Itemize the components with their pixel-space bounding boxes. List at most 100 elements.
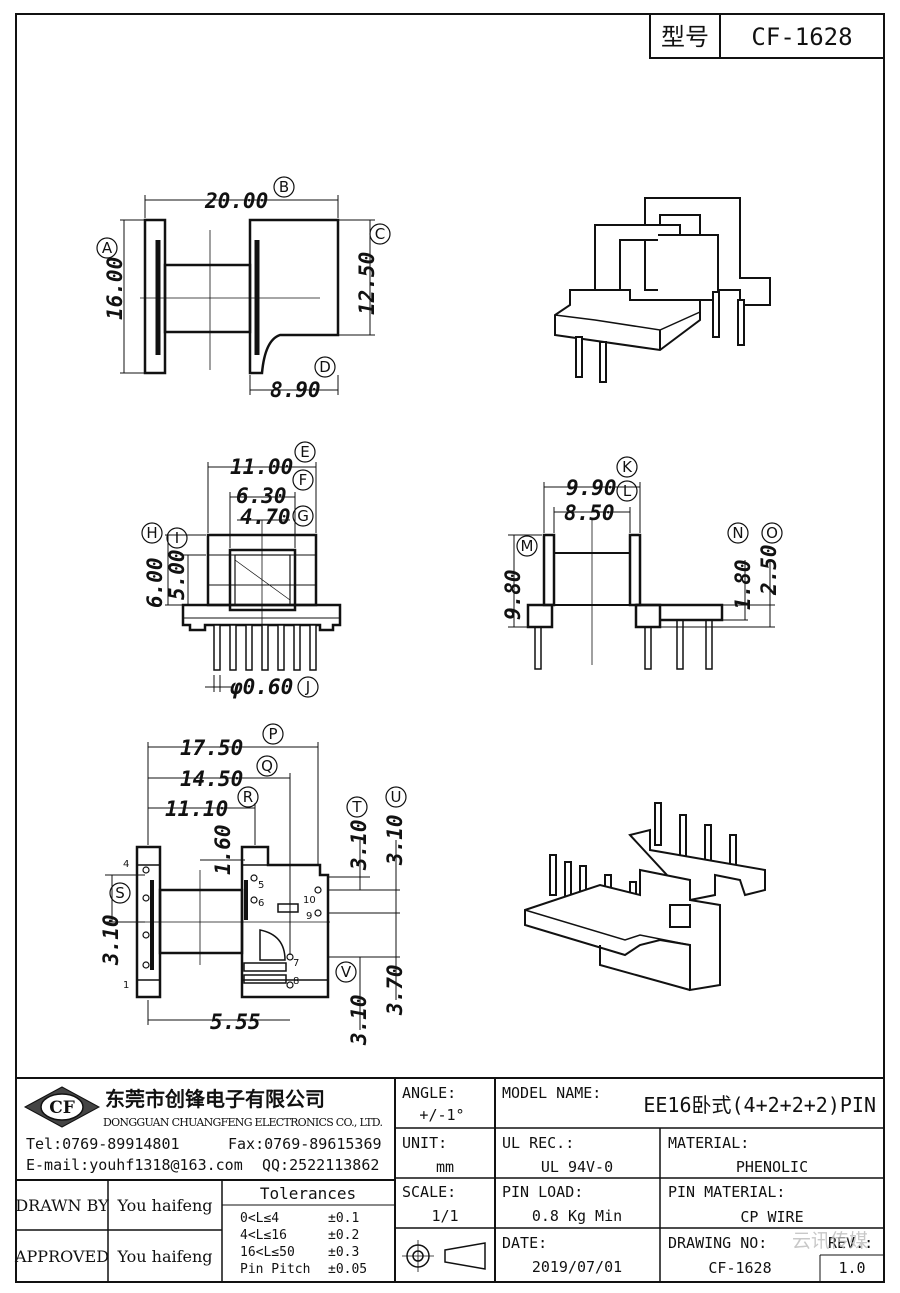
label-r: R [243, 788, 253, 806]
label-h: H [146, 524, 157, 542]
drawing-no-label: DRAWING NO: [668, 1234, 767, 1252]
dim-front-w1: 11.00 [230, 455, 293, 479]
company-qq: QQ:2522113862 [262, 1156, 379, 1174]
tol-range-3: Pin Pitch [240, 1262, 310, 1277]
scale-value: 1/1 [431, 1207, 458, 1225]
company-name-cn: 东莞市创锋电子有限公司 [105, 1087, 325, 1111]
dim-front-h2: 5.00 [165, 549, 189, 600]
watermark: 云讯传媒 [792, 1230, 868, 1252]
front-view: 11.00 6.30 4.70 6.00 5.00 φ0.60 E F G H … [141, 441, 342, 699]
pin-label-1: 1 [123, 980, 129, 991]
label-k: K [622, 458, 633, 476]
label-j: J [305, 678, 310, 696]
pin-label-9: 9 [306, 911, 312, 922]
label-d: D [319, 358, 331, 376]
dim-top-height: 16.00 [103, 257, 127, 320]
outer-frame [15, 13, 885, 1283]
label-m: M [521, 537, 534, 555]
dim-front-w3: 4.70 [240, 505, 291, 529]
drawn-by-label: DRAWN BY [15, 1196, 109, 1215]
dim-bottom-d2: 3.10 [99, 914, 123, 966]
rev-label: REV.: [828, 1234, 873, 1252]
bottom-view: 4 1 5 6 10 9 7 8 17.50 14.50 11.10 1.60 … [99, 723, 407, 1046]
pin-label-4: 4 [123, 859, 129, 870]
projection-symbol [402, 1240, 486, 1272]
company-email: E-mail:youhf1318@163.com [26, 1156, 243, 1174]
ul-value: UL 94V-0 [541, 1158, 613, 1176]
model-name-value: EE16卧式(4+2+2+2)PIN [643, 1093, 876, 1117]
tol-value-3: ±0.05 [328, 1262, 367, 1277]
label-e: E [300, 443, 309, 461]
title-block: CF 东莞市创锋电子有限公司 DONGGUAN CHUANGFENG ELECT… [14, 1077, 884, 1282]
logo-text: CF [49, 1098, 75, 1118]
dim-side-h1: 1.80 [731, 559, 755, 610]
dim-bottom-w3: 11.10 [165, 797, 228, 821]
header-model-label: 型号 [661, 23, 709, 51]
company-tel: Tel:0769-89914801 [26, 1135, 180, 1153]
pin-label-5: 5 [258, 880, 264, 891]
pin-label-10: 10 [303, 895, 316, 906]
label-u: U [391, 788, 402, 806]
dim-bottom-d3: 3.10 [347, 819, 371, 871]
tol-range-2: 16<L≤50 [240, 1245, 295, 1260]
label-c: C [375, 225, 385, 243]
header-model-box: 型号 CF-1628 [649, 13, 885, 59]
dim-bottom-d6: 3.10 [347, 994, 371, 1046]
tol-value-1: ±0.2 [328, 1228, 359, 1243]
dim-bottom-d1: 1.60 [211, 824, 235, 875]
isometric-view-bottom [524, 802, 766, 992]
ul-label: UL REC.: [502, 1134, 574, 1152]
label-p: P [268, 725, 277, 743]
angle-label: ANGLE: [402, 1084, 456, 1102]
date-value: 2019/07/01 [532, 1258, 622, 1276]
tolerances-label: Tolerances [260, 1184, 356, 1203]
dim-top-width: 20.00 [204, 189, 268, 213]
dim-side-h: 9.80 [501, 569, 525, 620]
pin-load-label: PIN LOAD: [502, 1183, 583, 1201]
label-t: T [351, 798, 362, 816]
pin-label-6: 6 [258, 898, 264, 909]
top-view: 20.00 16.00 12.50 8.90 A B C D [96, 176, 391, 402]
side-view: 9.90 8.50 9.80 1.80 2.50 K L M N O [501, 456, 783, 670]
dim-bottom-d4: 3.10 [383, 814, 407, 866]
tol-range-0: 0<L≤4 [240, 1211, 279, 1226]
label-q: Q [261, 757, 273, 775]
label-v: V [341, 963, 352, 981]
label-a: A [102, 239, 113, 257]
dim-bottom-d7: 5.55 [210, 1010, 261, 1034]
unit-value: mm [436, 1158, 454, 1176]
label-l: L [623, 482, 632, 500]
label-b: B [279, 178, 289, 196]
dim-side-w1: 9.90 [566, 476, 617, 500]
header-model-value: CF-1628 [751, 23, 852, 51]
dim-front-h1: 6.00 [143, 557, 167, 608]
pin-label-8: 8 [293, 976, 299, 987]
drawing-no-value: CF-1628 [708, 1259, 771, 1277]
company-name-en: DONGGUAN CHUANGFENG ELECTRONICS CO., LTD… [103, 1116, 383, 1129]
date-label: DATE: [502, 1234, 547, 1252]
approved-label: APPROVED [14, 1247, 109, 1266]
model-name-label: MODEL NAME: [502, 1084, 601, 1102]
dim-bottom-w2: 14.50 [180, 767, 243, 791]
pin-material-value: CP WIRE [740, 1208, 803, 1226]
company-logo: CF [23, 1086, 101, 1128]
dim-side-w2: 8.50 [564, 501, 615, 525]
pin-load-value: 0.8 Kg Min [532, 1207, 622, 1225]
label-s: S [115, 884, 125, 902]
dim-front-w2: 6.30 [236, 484, 287, 508]
label-o: O [766, 524, 778, 542]
tol-range-1: 4<L≤16 [240, 1228, 287, 1243]
label-i: I [175, 529, 179, 547]
scale-label: SCALE: [402, 1183, 456, 1201]
dim-top-bottom: 8.90 [270, 378, 321, 402]
dim-front-pin: φ0.60 [229, 675, 293, 699]
tol-value-2: ±0.3 [328, 1245, 359, 1260]
label-f: F [299, 471, 308, 489]
material-label: MATERIAL: [668, 1134, 749, 1152]
approved-value: You haifeng [116, 1247, 212, 1266]
unit-label: UNIT: [402, 1134, 447, 1152]
material-value: PHENOLIC [736, 1158, 808, 1176]
tol-value-0: ±0.1 [328, 1211, 359, 1226]
dim-top-right-height: 12.50 [355, 252, 379, 315]
